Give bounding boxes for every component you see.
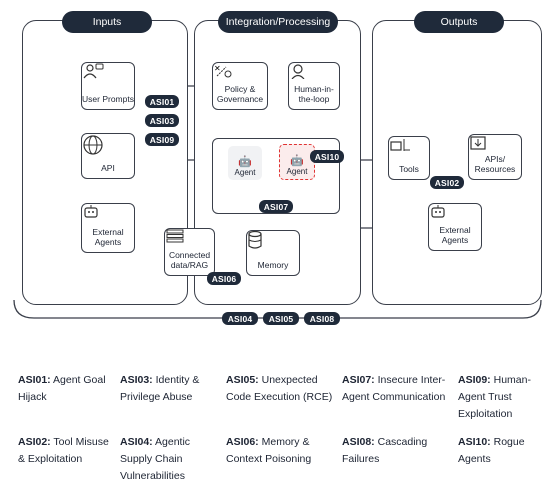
external-agents-out-label: External Agents [439,225,471,246]
policy-label: Policy & Governance [216,84,264,105]
agent-1-label: Agent [234,168,256,177]
legend-asi04: ASI04: Agentic Supply Chain Vulnerabilit… [120,436,191,482]
legend-asi01: ASI01: Agent Goal Hijack [18,374,106,403]
tools-label: Tools [399,164,419,175]
agent-robot-icon: 🤖 [238,156,252,168]
policy-node: ✕ Policy & Governance [212,62,268,110]
api-node: API [81,133,135,179]
legend-asi03: ASI03: Identity & Privilege Abuse [120,374,200,403]
legend-asi09: ASI09: Human-Agent Trust Exploitation [458,374,531,420]
svg-text:✕: ✕ [214,64,221,73]
api-label: API [101,163,115,174]
tag-asi03: ASI03 [145,114,179,127]
tag-asi04: ASI04 [222,312,258,325]
human-label: Human-in-the-loop [294,84,334,105]
connected-data-node: Connected data/RAG [164,228,215,276]
legend-asi08: ASI08: Cascading Failures [342,436,428,465]
agent-2-label: Agent [286,167,308,176]
tag-asi10: ASI10 [310,150,344,163]
legend-asi10: ASI10: Rogue Agents [458,436,525,465]
connected-data-label: Connected data/RAG [168,250,211,271]
tag-asi08: ASI08 [304,312,340,325]
apis-resources-node: APIs/ Resources [468,134,522,180]
agent-node-1: 🤖 Agent [228,146,262,180]
external-agents-in-label: External Agents [92,227,124,248]
tag-asi09: ASI09 [145,133,179,146]
memory-label: Memory [257,260,289,271]
tag-asi05: ASI05 [263,312,299,325]
tag-asi07: ASI07 [259,200,293,213]
agent-robot-icon: 🤖 [290,155,304,167]
legend-asi07: ASI07: Insecure Inter-Agent Communicatio… [342,374,446,403]
external-agents-in-node: External Agents [81,203,135,253]
tag-asi01: ASI01 [145,95,179,108]
user-prompts-node: User Prompts [81,62,135,110]
memory-node: Memory [246,230,300,276]
tools-node: Tools [388,136,430,180]
apis-resources-label: APIs/ Resources [474,154,516,175]
legend-asi02: ASI02: Tool Misuse & Exploitation [18,436,109,465]
user-prompts-label: User Prompts [82,94,134,105]
inputs-title: Inputs [62,11,152,33]
human-node: Human-in-the-loop [288,62,340,110]
processing-title: Integration/Processing [218,11,338,33]
legend-asi06: ASI06: Memory & Context Poisoning [226,436,312,465]
external-agents-out-node: External Agents [428,203,482,251]
agent-node-2-rogue: 🤖 Agent [279,144,315,180]
outputs-title: Outputs [414,11,504,33]
architecture-diagram: Inputs Integration/Processing Outputs Us… [13,11,542,325]
tag-asi06: ASI06 [207,272,241,285]
legend-asi05: ASI05: Unexpected Code Execution (RCE) [226,374,333,403]
tag-asi02: ASI02 [430,176,464,189]
